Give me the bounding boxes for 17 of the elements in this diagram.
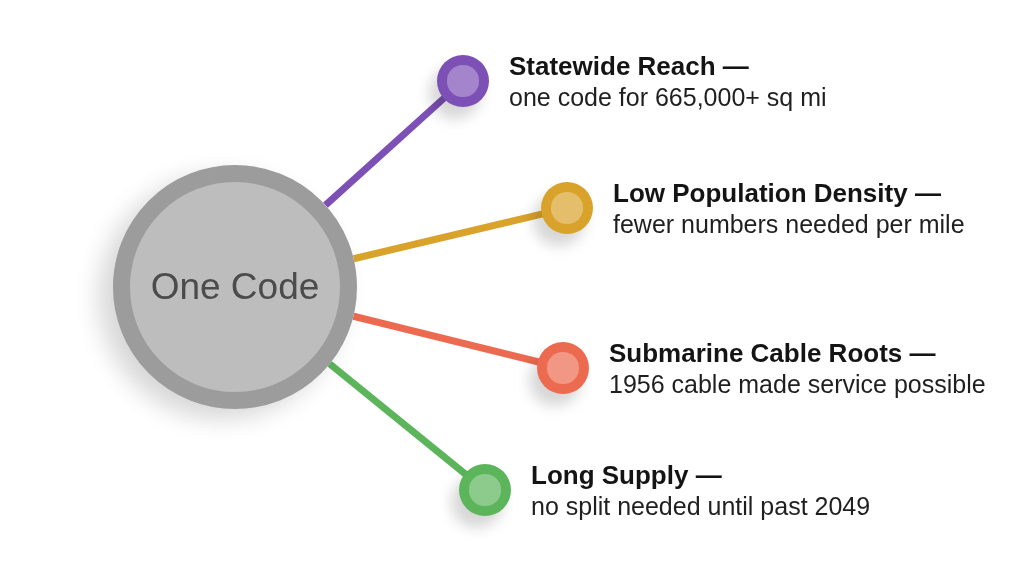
- point-description: fewer numbers needed per mile: [613, 209, 965, 239]
- connector-line: [327, 361, 468, 477]
- point-description: no split needed until past 2049: [531, 491, 871, 521]
- endpoint-dot: [541, 182, 593, 234]
- endpoint-dot: [459, 464, 511, 516]
- point-title: Low Population Density —: [613, 177, 942, 209]
- endpoint-dot: [437, 55, 489, 107]
- point-title: Statewide Reach —: [509, 50, 750, 82]
- connector-line: [352, 210, 544, 263]
- point-title: Submarine Cable Roots —: [609, 337, 937, 369]
- point-description: 1956 cable made service possible: [609, 369, 986, 399]
- connector-line: [352, 312, 540, 366]
- endpoint-dot: [537, 342, 589, 394]
- circle-label: One Code: [150, 266, 320, 308]
- point-description: one code for 665,000+ sq mi: [509, 82, 827, 112]
- point-title: Long Supply —: [531, 459, 723, 491]
- connector-line: [323, 95, 447, 208]
